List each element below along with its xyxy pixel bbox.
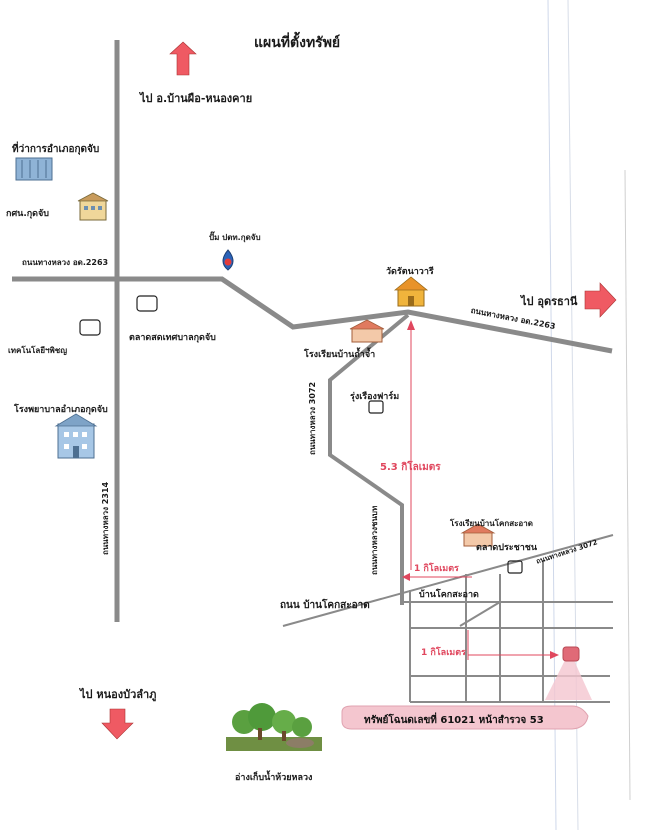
scan-line [624, 169, 631, 801]
technical-college-label: เทคโนโลยีฯพิชญ [8, 346, 68, 355]
hospital-icon [54, 413, 98, 459]
school-baan-kaew-label: โรงเรียนบ้านถ้ำจ้ำ [304, 350, 376, 360]
distance-5km-label: 5.3 กิโลเมตร [380, 462, 441, 473]
resort-marker [368, 400, 384, 414]
district-office-label: ที่ว่าการอำเภอกุดจับ [12, 144, 100, 155]
arrow-east-icon [584, 282, 617, 318]
reservoir-trees-icon [226, 703, 322, 751]
distance-line-1km-b [467, 630, 559, 660]
market-label: ตลาดสดเทศบาลกุดจับ [129, 333, 216, 343]
school-icon [349, 319, 385, 343]
local-road-label: ถนนทางหลวงชนบท [370, 505, 379, 575]
school-right-icon [460, 523, 496, 547]
road-2314-label: ถนนทางหลวง 2314 [101, 481, 110, 555]
temple-icon [393, 276, 429, 307]
grid-road [459, 601, 501, 627]
property-marker [562, 646, 580, 662]
road-2263-west-label: ถนนทางหลวง อด.2263 [22, 258, 109, 267]
road-3072 [328, 313, 410, 605]
government-building-icon [15, 157, 53, 181]
ptt-station-label: ปั๊ม ปตท.กุดจับ [209, 233, 261, 242]
village-label: บ้านโคกสะอาด [419, 590, 479, 600]
market-2-label: ตลาดประชาชน [476, 543, 538, 553]
college-marker [79, 319, 101, 336]
map-title: แผนที่ตั้งทรัพย์ [254, 35, 341, 51]
gas-station-icon [222, 249, 234, 271]
road-2263 [12, 276, 613, 354]
distance-line-1km-a [402, 573, 472, 581]
deed-pointer [545, 658, 592, 700]
deed-label: ทรัพย์โฉนดเลขที่ 61021 หน้าสำรวจ 53 [364, 715, 544, 726]
market-2-marker [507, 560, 523, 574]
reservoir-label: อ่างเก็บน้ำห้วยหลวง [235, 773, 313, 783]
distance-1km-b-label: 1 กิโลเมตร [421, 648, 466, 658]
distance-line-5km [407, 320, 415, 570]
distance-1km-a-label: 1 กิโลเมตร [414, 564, 459, 574]
market-marker [136, 295, 158, 312]
direction-south-label: ไป หนองบัวลำภู [80, 688, 157, 701]
road-ban-khok [282, 534, 614, 627]
direction-north-label: ไป อ.บ้านผือ-หนองคาย [140, 92, 253, 105]
resort-label: รุ่งเรืองฟาร์ม [350, 392, 400, 402]
school-right-label: โรงเรียนบ้านโคกสะอาด [450, 519, 533, 528]
arrow-south-icon [101, 708, 134, 740]
school-building-icon [77, 192, 109, 221]
temple-label: วัดรัตนาวารี [386, 267, 434, 277]
road-ban-khok-label: ถนน บ้านโคกสะอาด [280, 600, 370, 611]
direction-east-label: ไป อุดรธานี [521, 295, 578, 308]
arrow-north-icon [169, 41, 197, 76]
school-kudjap-label: กศน.กุดจับ [6, 209, 50, 219]
deed-label-bg [341, 705, 589, 730]
hospital-label: โรงพยาบาลอำเภอกุดจับ [14, 405, 108, 415]
road-3072-label: ถนนทางหลวง 3072 [308, 381, 317, 455]
